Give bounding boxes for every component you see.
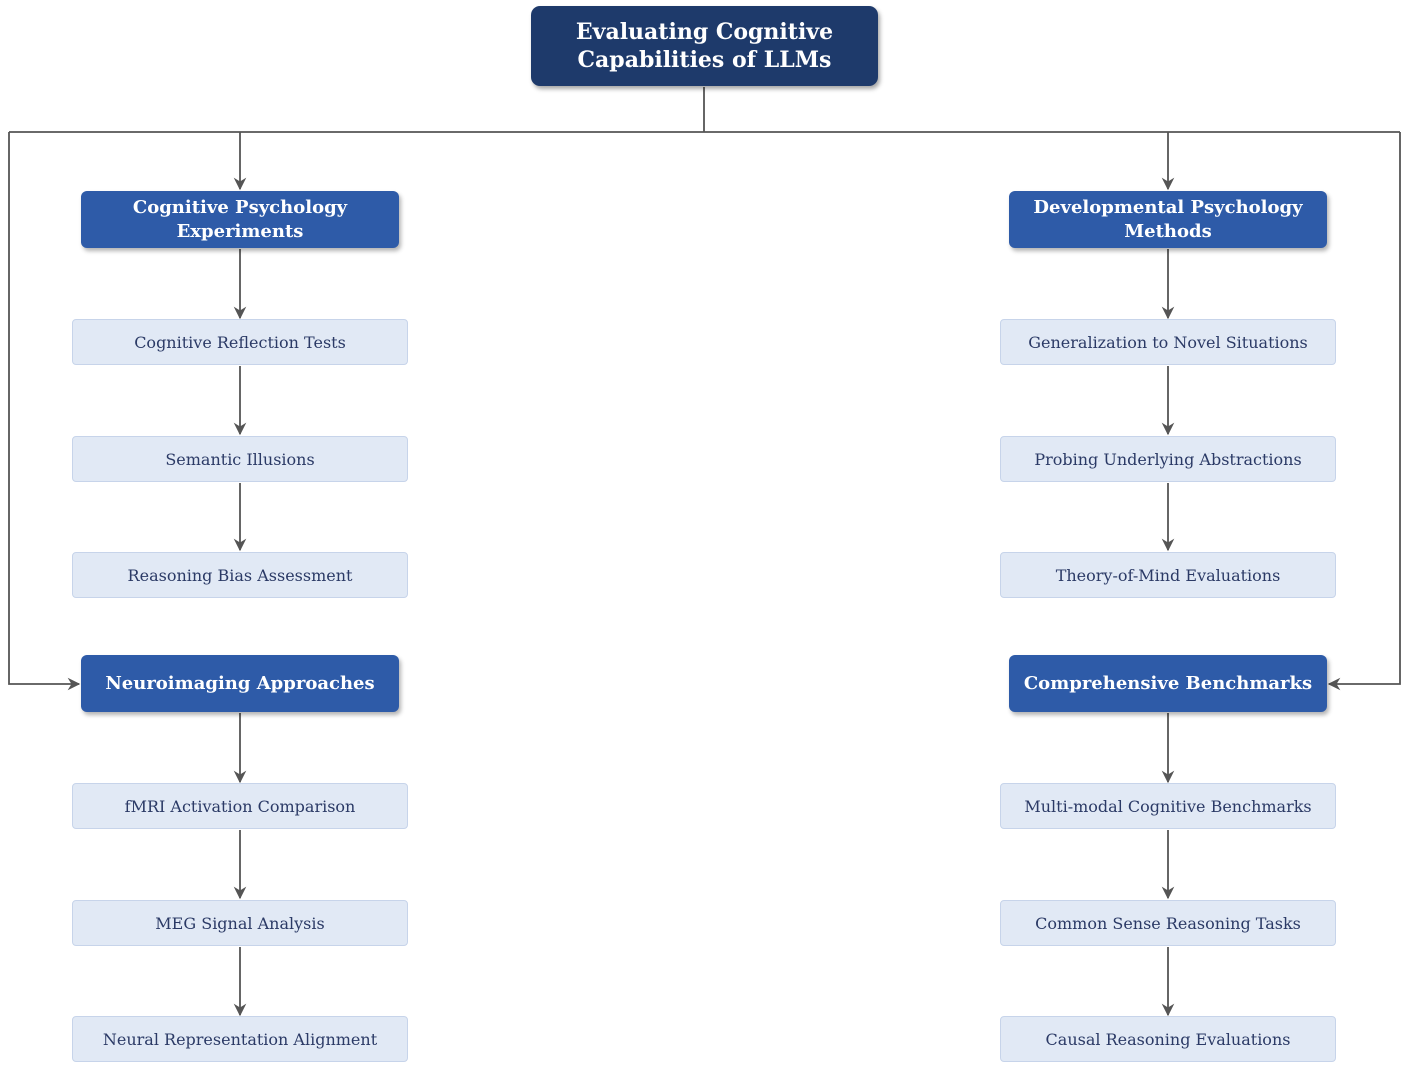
- category-title: Cognitive Psychology Experiments: [132, 196, 348, 242]
- leaf-generalization-novel-situations: Generalization to Novel Situations: [1000, 319, 1336, 365]
- leaf-label: Multi-modal Cognitive Benchmarks: [1024, 796, 1312, 816]
- leaf-label: Semantic Illusions: [165, 449, 315, 469]
- category-cognitive-psychology: Cognitive Psychology Experiments: [81, 191, 399, 248]
- leaf-label: Generalization to Novel Situations: [1028, 332, 1308, 352]
- leaf-multimodal-cognitive-benchmarks: Multi-modal Cognitive Benchmarks: [1000, 783, 1336, 829]
- root-title: Evaluating Cognitive Capabilities of LLM…: [575, 19, 834, 73]
- connector-to-benchmarks: [1327, 132, 1401, 691]
- leaf-semantic-illusions: Semantic Illusions: [72, 436, 408, 482]
- leaf-probing-underlying-abstractions: Probing Underlying Abstractions: [1000, 436, 1336, 482]
- leaf-label: Common Sense Reasoning Tasks: [1035, 913, 1301, 933]
- leaf-causal-reasoning-evaluations: Causal Reasoning Evaluations: [1000, 1016, 1336, 1062]
- category-title: Comprehensive Benchmarks: [1023, 672, 1313, 694]
- leaf-theory-of-mind-evaluations: Theory-of-Mind Evaluations: [1000, 552, 1336, 598]
- root-node: Evaluating Cognitive Capabilities of LLM…: [531, 6, 878, 86]
- leaf-neural-representation-alignment: Neural Representation Alignment: [72, 1016, 408, 1062]
- leaf-label: Causal Reasoning Evaluations: [1045, 1029, 1291, 1049]
- leaf-reasoning-bias-assessment: Reasoning Bias Assessment: [72, 552, 408, 598]
- leaf-label: Probing Underlying Abstractions: [1034, 449, 1302, 469]
- leaf-fmri-activation-comparison: fMRI Activation Comparison: [72, 783, 408, 829]
- leaf-common-sense-reasoning-tasks: Common Sense Reasoning Tasks: [1000, 900, 1336, 946]
- category-title: Developmental Psychology Methods: [1033, 196, 1303, 242]
- leaf-label: Cognitive Reflection Tests: [134, 332, 346, 352]
- leaf-meg-signal-analysis: MEG Signal Analysis: [72, 900, 408, 946]
- leaf-label: Reasoning Bias Assessment: [127, 565, 353, 585]
- leaf-cognitive-reflection-tests: Cognitive Reflection Tests: [72, 319, 408, 365]
- category-developmental-psychology: Developmental Psychology Methods: [1009, 191, 1327, 248]
- leaf-label: Neural Representation Alignment: [102, 1029, 378, 1049]
- leaf-label: Theory-of-Mind Evaluations: [1055, 565, 1281, 585]
- leaf-label: MEG Signal Analysis: [155, 913, 325, 933]
- category-comprehensive-benchmarks: Comprehensive Benchmarks: [1009, 655, 1327, 712]
- category-neuroimaging-approaches: Neuroimaging Approaches: [81, 655, 399, 712]
- connector-to-neuroimaging: [8, 132, 81, 691]
- leaf-label: fMRI Activation Comparison: [124, 796, 356, 816]
- category-title: Neuroimaging Approaches: [105, 672, 375, 694]
